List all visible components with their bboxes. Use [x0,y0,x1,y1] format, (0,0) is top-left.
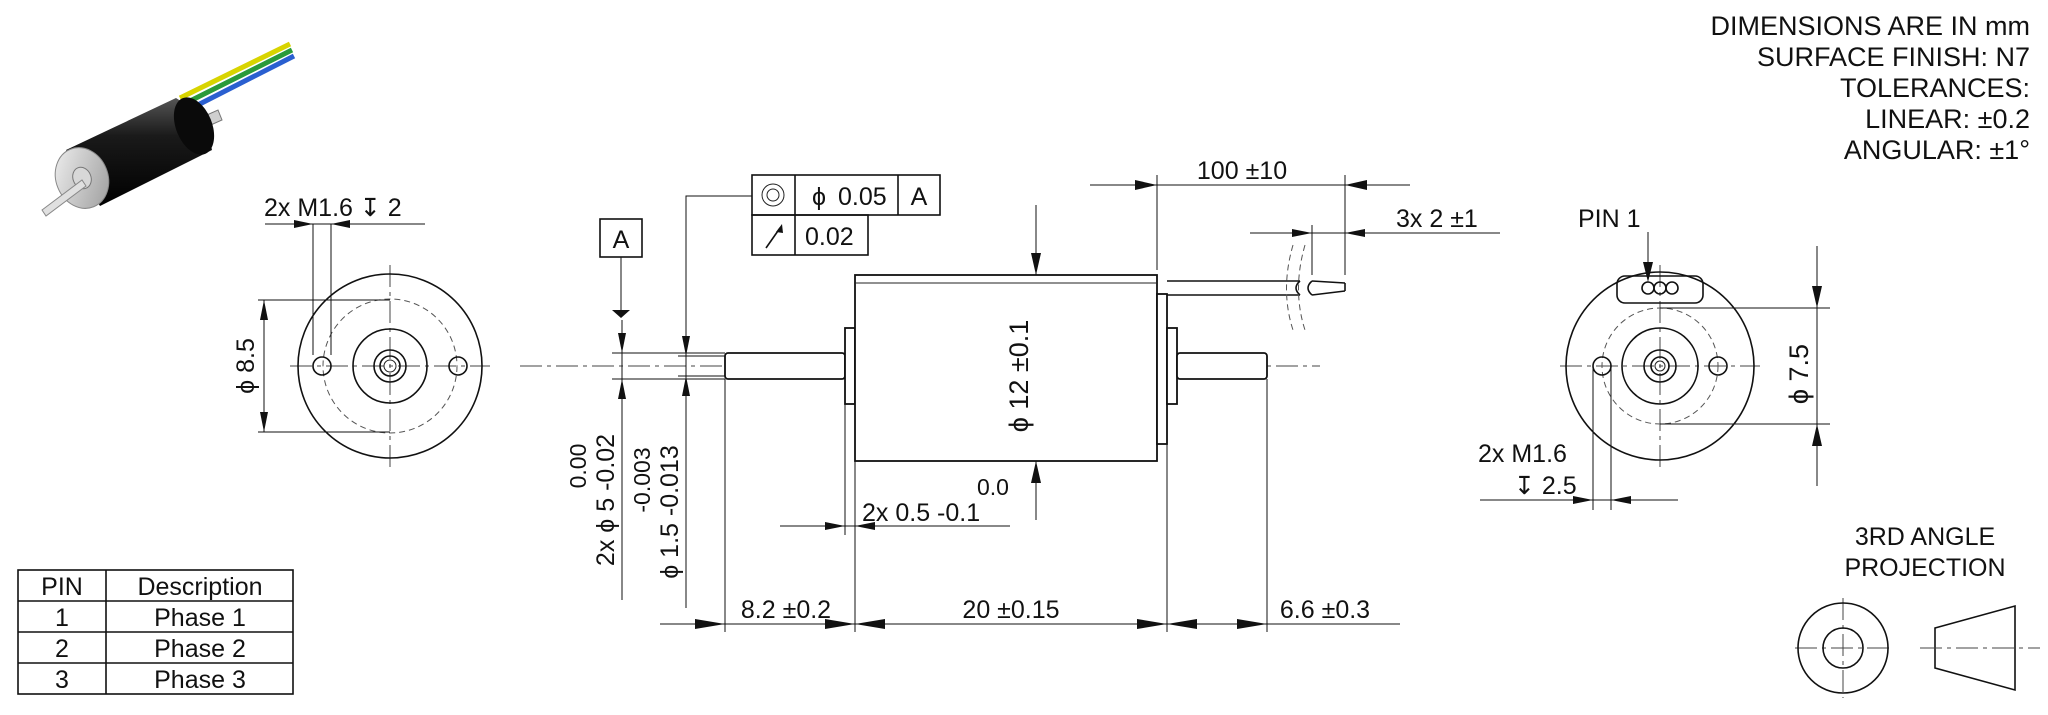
feature-control-frame: ϕ 0.05 A 0.02 [685,174,941,330]
pin-table-header-desc: Description [137,573,262,601]
datum-a-label: A [613,226,630,254]
pin-table-row1-pin: 1 [55,604,69,632]
projection-symbol: 3RD ANGLE PROJECTION [1795,523,2040,698]
motor-3d-render [41,41,296,217]
general-notes: DIMENSIONS ARE IN mm SURFACE FINISH: N7 … [1710,11,2030,165]
projection-line1: 3RD ANGLE [1855,523,1995,551]
length-right-dim: 6.6 ±0.3 [1280,596,1370,624]
wire-length-dim: 100 ±10 [1197,157,1287,185]
length-body-dim: 20 ±0.15 [962,596,1059,624]
flange-upper-tol: 0.0 [977,474,1009,500]
pin-table-header-pin: PIN [41,573,83,601]
fcf-datum: A [911,183,928,211]
fcf-tol-2: 0.02 [805,223,854,251]
note-surface-finish: SURFACE FINISH: N7 [1757,42,2030,72]
fcf-dia-symbol: ϕ [812,183,826,211]
pin-table-row3-desc: Phase 3 [154,666,246,694]
note-tolerances: TOLERANCES: [1840,73,2030,103]
front-view: 2x M1.6 ↧ 2 ϕ 8.5 [232,194,490,470]
fcf-tol-1: 0.05 [838,183,887,211]
body-dia-dim: ϕ 12 ±0.1 [1004,320,1034,433]
rear-bolt-circle: ϕ 7.5 [1784,344,1814,404]
shaft-dia-upper-tol: 0.00 [565,444,591,489]
note-linear: LINEAR: ±0.2 [1865,104,2030,134]
side-view: A ϕ 0.05 A 0.02 0.00 2x ϕ 5 -0.02 [520,157,1500,632]
pin1-label: PIN 1 [1578,205,1641,233]
wire-blue [186,53,296,113]
pin-table-row2-pin: 2 [55,635,69,663]
pin-table-row3-pin: 3 [55,666,69,694]
flange-dim: 2x 0.5 -0.1 [862,499,980,527]
rear-thread-callout-2: ↧ 2.5 [1514,472,1577,500]
note-dimensions: DIMENSIONS ARE IN mm [1710,11,2030,41]
length-left-dim: 8.2 ±0.2 [741,596,831,624]
note-angular: ANGULAR: ±1° [1844,135,2030,165]
wire-strip-dim: 3x 2 ±1 [1396,205,1478,233]
bore-dia-dim: ϕ 1.5 -0.013 [656,445,684,579]
bore-dia-upper-tol: -0.003 [629,447,655,512]
shaft-dia-dim: 2x ϕ 5 -0.02 [592,434,620,566]
front-thread-callout: 2x M1.6 ↧ 2 [264,194,402,222]
front-bolt-circle: ϕ 8.5 [232,338,260,394]
rear-view: PIN 1 ϕ 7.5 2x M1.6 ↧ 2.5 [1478,205,1830,510]
wire-yellow [178,41,292,101]
pin-table-row2-desc: Phase 2 [154,635,246,663]
pin-table-row1-desc: Phase 1 [154,604,246,632]
projection-line2: PROJECTION [1844,554,2005,582]
rear-thread-callout-1: 2x M1.6 [1478,440,1567,468]
pin-table: PIN Description 1 Phase 1 2 Phase 2 3 Ph… [17,569,294,695]
wire-green [182,47,294,107]
